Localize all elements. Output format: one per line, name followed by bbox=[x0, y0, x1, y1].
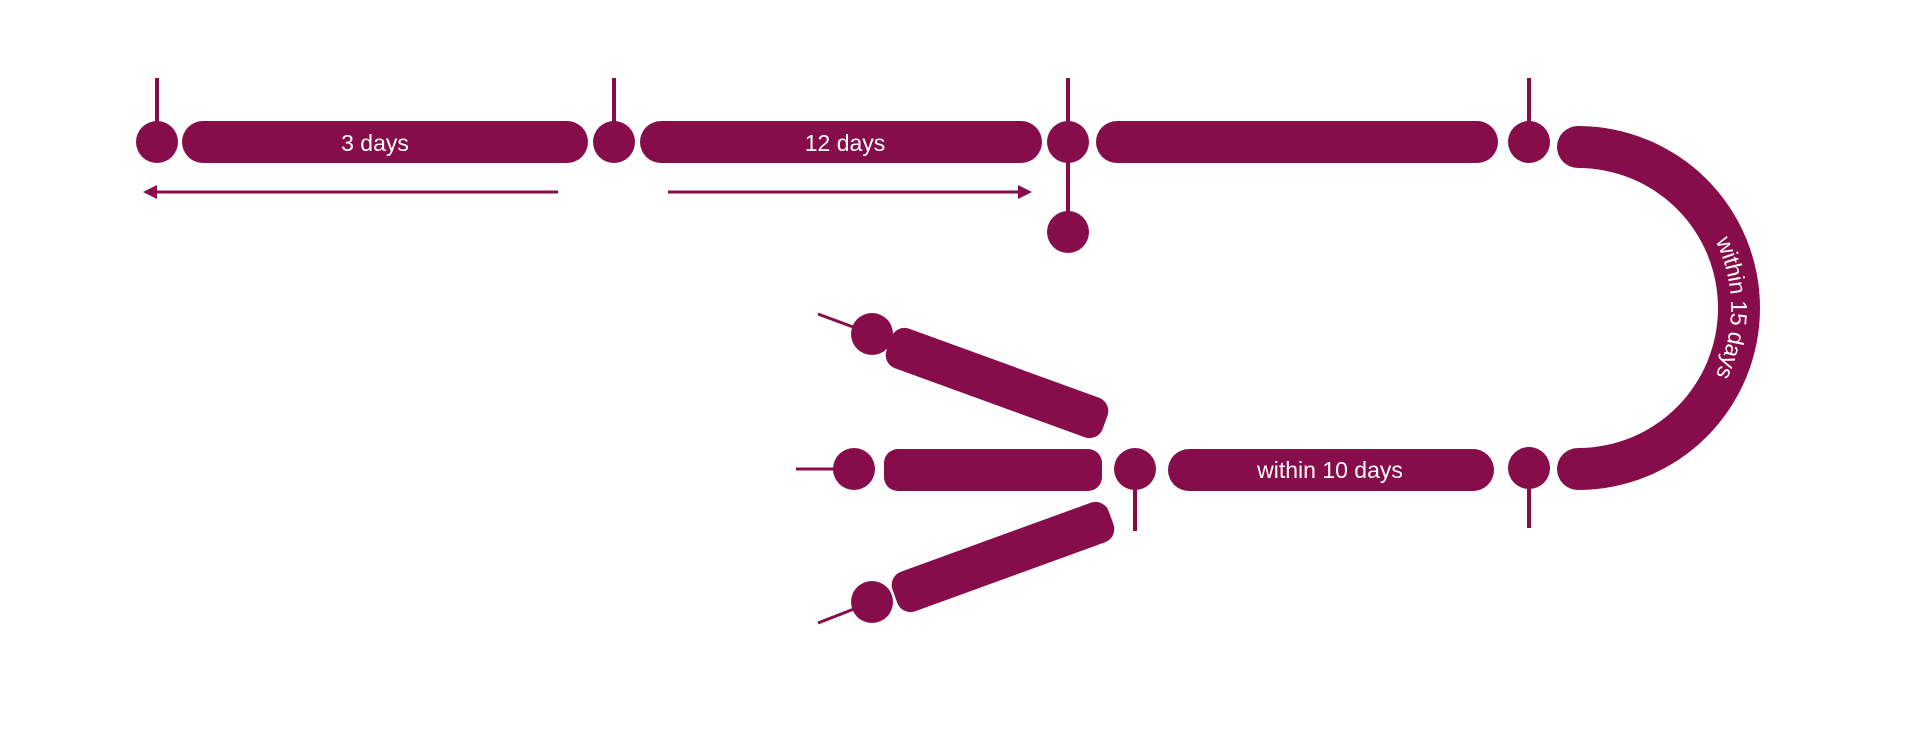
tick-line bbox=[1066, 78, 1070, 122]
milestone-node bbox=[136, 121, 178, 163]
tick-line bbox=[612, 78, 616, 122]
tick-line bbox=[817, 600, 873, 625]
connector-line bbox=[1066, 162, 1070, 232]
tick-line bbox=[155, 78, 159, 122]
segment-label-within-10-days: within 10 days bbox=[1256, 457, 1403, 483]
timeline-segment-within-10-days bbox=[1168, 449, 1494, 491]
branch-segment-middle bbox=[884, 449, 1102, 491]
branch-segment-lower bbox=[891, 501, 1115, 613]
timeline-segment bbox=[1096, 121, 1498, 163]
arrow-right-head bbox=[1018, 185, 1032, 199]
curved-segment-within-15-days bbox=[1557, 126, 1760, 490]
timeline-segment-12-days bbox=[640, 121, 1042, 163]
milestone-node bbox=[1047, 211, 1089, 253]
milestone-node bbox=[1508, 121, 1550, 163]
tick-line bbox=[817, 312, 873, 336]
segment-label-3-days: 3 days bbox=[341, 130, 409, 156]
tick-line bbox=[1527, 468, 1531, 528]
segment-label-12-days: 12 days bbox=[805, 130, 886, 156]
tick-line bbox=[1527, 78, 1531, 122]
milestone-node bbox=[593, 121, 635, 163]
milestone-node bbox=[1047, 121, 1089, 163]
branch-segment-upper bbox=[885, 327, 1109, 439]
timeline-segment-3-days bbox=[182, 121, 588, 163]
tick-line bbox=[1133, 469, 1137, 531]
arrow-left-head bbox=[143, 185, 157, 199]
